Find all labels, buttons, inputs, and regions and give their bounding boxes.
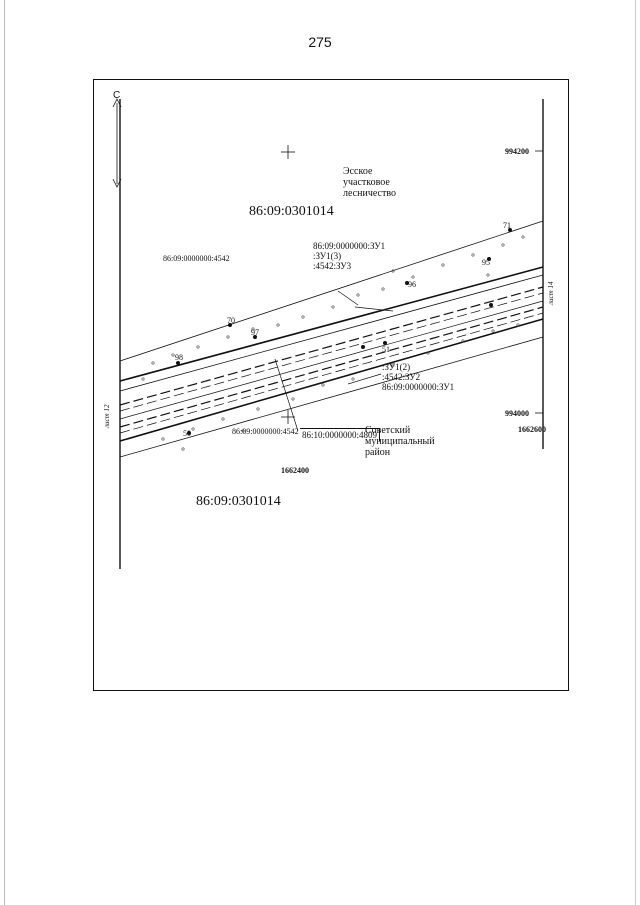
coord-label-1662600: 1662600 [518,425,546,434]
point-label-70: 70 [227,316,235,325]
point-label-96: 96 [408,280,416,289]
page-edge-right [635,0,636,905]
coord-label-994000: 994000 [505,409,529,418]
grid-cross-mid [281,410,295,424]
place-label-top: Эсское участковое лесничество [343,166,396,199]
page-number: 275 [308,34,332,50]
parcel-label-center: 86:10:0000000:4809 [300,428,381,441]
point-label-95: 95 [482,258,490,267]
coord-label-1662400: 1662400 [281,466,309,475]
parcel-label-left-top: 86:09:0000000:4542 [163,254,230,263]
point-label-51: 51 [382,345,390,354]
corridor-lines [119,220,544,458]
point-label-71: 71 [503,221,511,230]
sheet-label-left: лист 12 [103,404,111,428]
north-label: С [113,90,121,101]
sheet-label-right: лист 14 [547,281,555,305]
parcel-group-lower: :ЗУ1(2) :4542:ЗУ2 86:09:0000000:ЗУ1 [382,362,455,392]
survey-points [176,228,512,435]
grid-cross-top [281,145,295,159]
point-label-50: 50 [183,429,191,438]
place-label-bottom: Советский муниципальный район [365,425,435,458]
vegetation-symbols [141,235,525,451]
coord-label-994200: 994200 [505,147,529,156]
parcel-group-upper: 86:09:0000000:ЗУ1 :ЗУ1(3) :4542:ЗУ3 [313,241,386,271]
north-arrow-icon [112,98,122,188]
cadastral-block-label-bottom: 86:09:0301014 [196,494,281,509]
cadastral-block-label-top: 86:09:0301014 [249,204,334,219]
point-label-97: 97 [251,328,259,337]
point-label-98: 98 [175,353,183,362]
map-drawing [112,98,544,569]
map-frame [93,79,569,691]
parcel-label-left-bottom: 86:09:0000000:4542 [232,427,299,436]
page-edge-left [4,0,5,905]
label-leaders [274,290,394,432]
